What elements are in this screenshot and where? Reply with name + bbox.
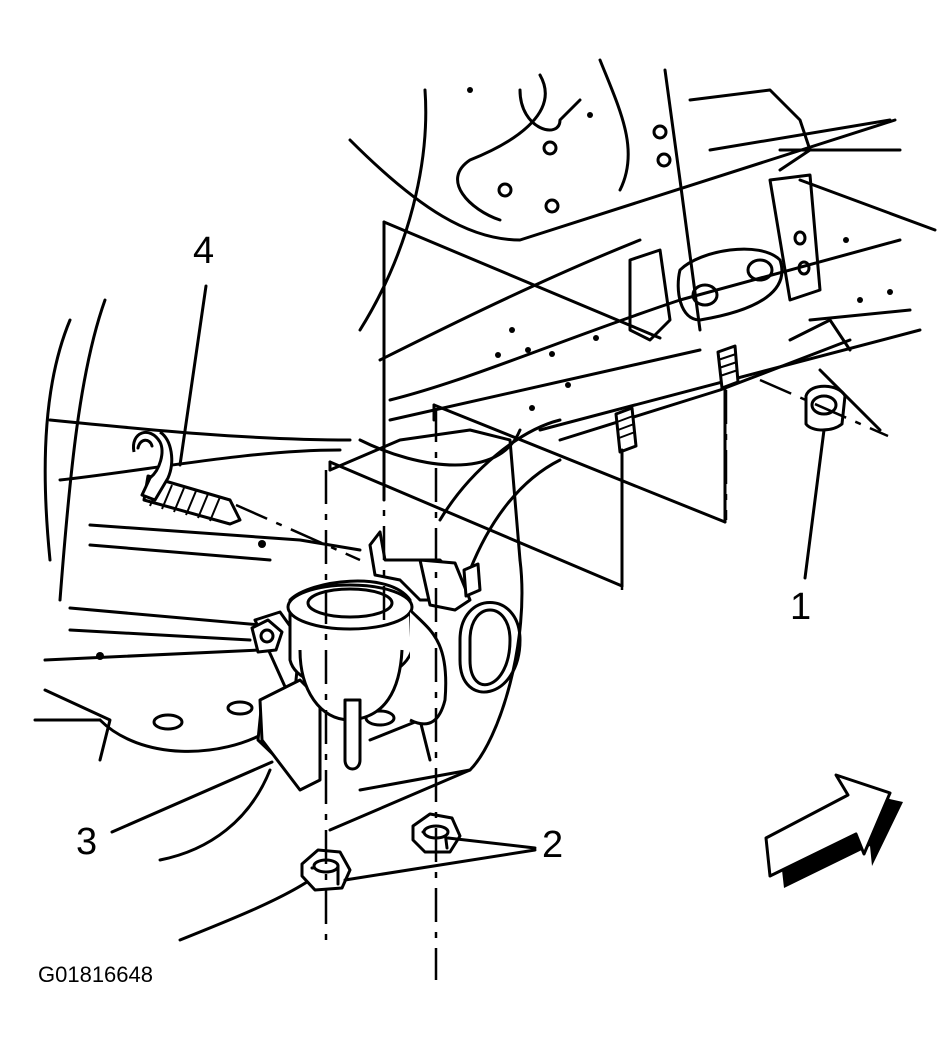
leader-1 [803,428,826,580]
bolt-icon [132,430,242,526]
nut-icon [300,848,352,892]
leader-2b [343,848,537,882]
mount-bracket-assembly [250,530,472,792]
callout-1: 1 [790,586,812,628]
stud [462,562,482,598]
forward-arrow-icon [764,773,903,888]
callout-3: 3 [76,821,98,863]
stud [716,344,740,390]
stud [614,406,638,454]
figure-id: G01816648 [38,962,153,987]
callout-leaders [110,284,826,882]
leader-3 [110,760,274,834]
alignment-planes [328,220,882,588]
installation-centerlines [235,226,889,980]
leader-2a [446,836,537,850]
callout-2: 2 [542,824,564,866]
leader-4 [178,284,208,467]
callout-4: 4 [193,230,215,272]
